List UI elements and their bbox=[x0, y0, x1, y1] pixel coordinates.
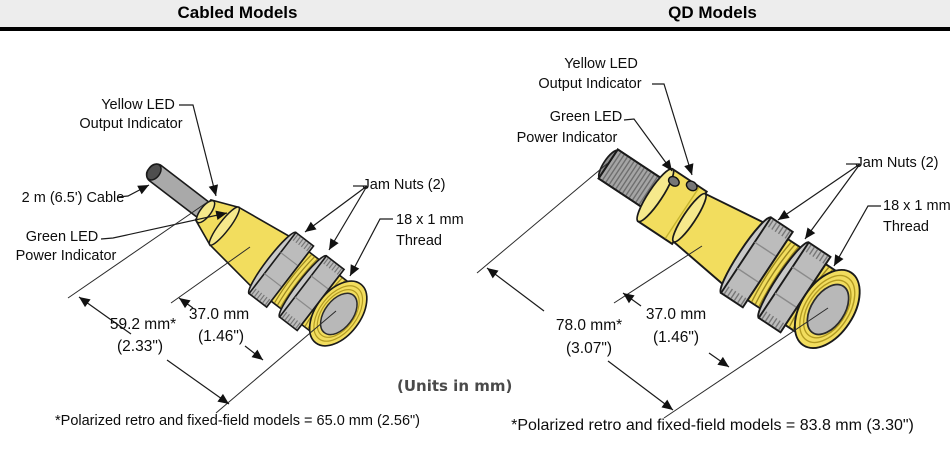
overall-dim-line-a bbox=[78, 296, 132, 335]
front-dim-line-b bbox=[708, 352, 730, 368]
ext-line-nut bbox=[613, 245, 703, 304]
thread-label-line1: 18 x 1 mm bbox=[396, 212, 464, 228]
overall-dim-in: (3.07") bbox=[566, 340, 612, 357]
green-led-label-line1: Green LED bbox=[550, 109, 623, 125]
cabled-sensor-drawing bbox=[145, 163, 380, 358]
jam-nut-leader-2 bbox=[328, 185, 368, 251]
thread-label-line2: Thread bbox=[396, 233, 442, 249]
cable-leader bbox=[117, 184, 150, 198]
front-dim-in: (1.46") bbox=[198, 328, 244, 345]
cabled-models-title: Cabled Models bbox=[177, 3, 298, 22]
qd-footnote: *Polarized retro and fixed-field models … bbox=[511, 417, 914, 434]
yellow-led-dot bbox=[685, 180, 698, 192]
thread-leader bbox=[833, 205, 881, 267]
yellow-led-leader bbox=[652, 83, 694, 176]
front-dim-in: (1.46") bbox=[653, 329, 699, 346]
overall-dim-line-b bbox=[166, 359, 230, 405]
front-dim-line-a bbox=[178, 297, 194, 309]
cable-label: 2 m (6.5') Cable bbox=[22, 190, 125, 206]
overall-dim-line-b bbox=[607, 360, 674, 411]
ext-line-rear bbox=[67, 200, 210, 299]
cabled-footnote: *Polarized retro and fixed-field models … bbox=[55, 413, 420, 429]
connector-ribs bbox=[601, 152, 663, 208]
body-edge bbox=[671, 192, 707, 243]
yellow-led-label-line2: Output Indicator bbox=[538, 76, 641, 92]
overall-dim-mm: 59.2 mm* bbox=[110, 316, 176, 333]
units-note: (Units in mm) bbox=[397, 377, 513, 395]
thread-label-line2: Thread bbox=[883, 219, 929, 235]
body-edge bbox=[208, 206, 241, 246]
qd-callouts: Yellow LED Output Indicator Green LED Po… bbox=[476, 56, 950, 419]
cable-end-cap bbox=[145, 163, 162, 181]
green-led-label-line2: Power Indicator bbox=[517, 130, 618, 146]
jam-nut-leader-2 bbox=[804, 163, 861, 240]
overall-dim-in: (2.33") bbox=[117, 338, 163, 355]
ext-line-nut bbox=[170, 246, 251, 304]
cable-gland-ring bbox=[195, 199, 216, 224]
thread-label-line1: 18 x 1 mm bbox=[883, 198, 950, 214]
collar-seam bbox=[664, 187, 700, 239]
front-dim-line-a bbox=[622, 292, 642, 307]
green-led-label-line1: Green LED bbox=[26, 229, 99, 245]
green-led-leader bbox=[100, 210, 228, 240]
overall-dim-mm: 78.0 mm* bbox=[556, 317, 622, 334]
front-dim-mm: 37.0 mm bbox=[646, 306, 706, 323]
yellow-led-leader bbox=[179, 104, 219, 197]
jam-nut-leader-1 bbox=[304, 185, 368, 233]
front-dim-mm: 37.0 mm bbox=[189, 306, 249, 323]
ext-line-face bbox=[663, 307, 829, 419]
jam-nuts-label: Jam Nuts (2) bbox=[363, 177, 446, 193]
overall-dim-line-a bbox=[486, 267, 545, 312]
collar-edge bbox=[636, 167, 675, 223]
jam-nut-leader-1 bbox=[777, 163, 861, 221]
qd-sensor-drawing bbox=[597, 148, 874, 361]
green-led-dot bbox=[667, 175, 680, 187]
ext-line-rear bbox=[476, 162, 609, 274]
thread-leader bbox=[349, 218, 393, 277]
yellow-led-label-line1: Yellow LED bbox=[101, 97, 175, 113]
jam-nuts-label: Jam Nuts (2) bbox=[856, 155, 939, 171]
yellow-led-label-line2: Output Indicator bbox=[79, 116, 182, 132]
ext-line-face bbox=[215, 310, 337, 414]
qd-models-title: QD Models bbox=[668, 3, 757, 22]
front-dim-line-b bbox=[244, 345, 264, 361]
yellow-led-label-line1: Yellow LED bbox=[564, 56, 638, 72]
cabled-callouts: Yellow LED Output Indicator 2 m (6.5') C… bbox=[16, 97, 464, 414]
green-led-leader bbox=[623, 118, 673, 172]
header-band: Cabled Models QD Models bbox=[0, 0, 950, 31]
green-led-label-line2: Power Indicator bbox=[16, 248, 117, 264]
